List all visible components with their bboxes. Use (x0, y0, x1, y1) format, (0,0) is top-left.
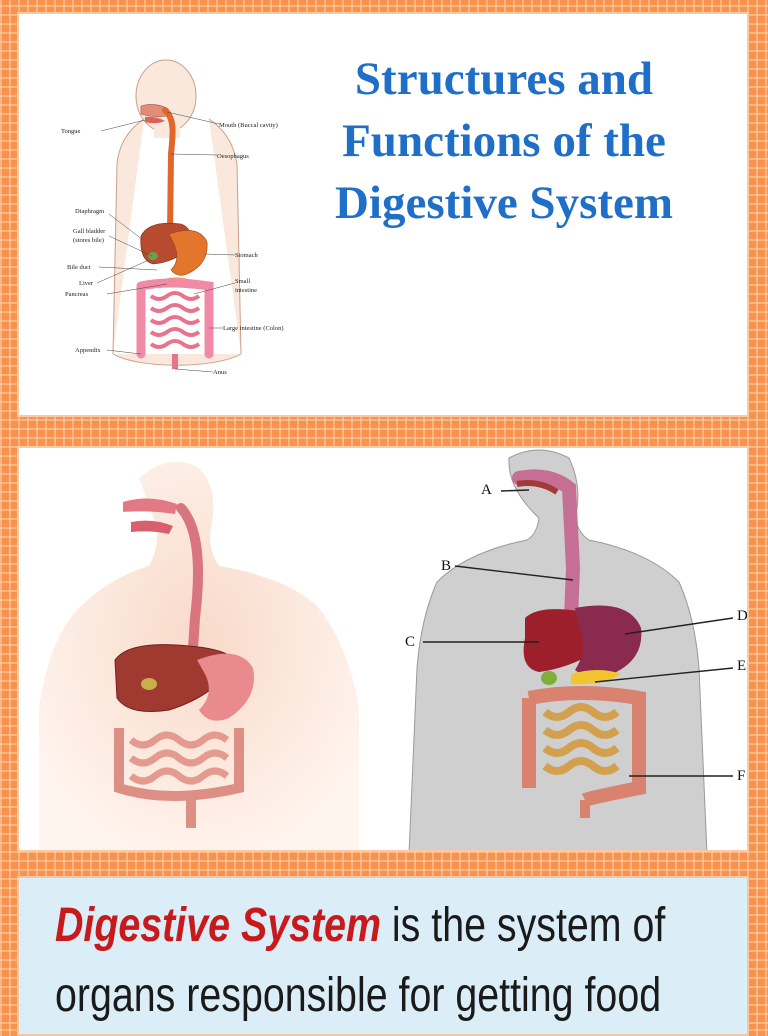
definition-text: is the system of (380, 899, 666, 952)
title-line: Structures and (354, 53, 654, 105)
tongue-shape (145, 116, 165, 124)
small-intestine-shape (149, 291, 201, 349)
title-panel: Mouth (Buccal cavity) Tongue Oesophagus … (17, 12, 749, 417)
large-intestine-shape (136, 278, 214, 359)
label-mouth: Mouth (Buccal cavity) (219, 122, 278, 129)
label-b: B (441, 558, 451, 574)
definition-panel: Digestive System is the system of organs… (17, 876, 749, 1036)
label-d: D (737, 608, 748, 624)
label-tongue: Tongue (61, 128, 81, 135)
label-e: E (737, 658, 746, 674)
label-oesophagus: Oesophagus (217, 153, 249, 160)
label-c: C (405, 634, 415, 650)
label-f: F (737, 768, 745, 784)
definition-line-1: Digestive System is the system of (55, 898, 665, 953)
label-small-intestine: Small (235, 278, 250, 285)
page-title: Structures and Functions of the Digestiv… (269, 48, 739, 234)
labeled-organs-illustration: A B C D E F (405, 449, 748, 850)
definition-line-2: organs responsible for getting food (55, 969, 662, 1022)
digestive-system-labeled-diagram: Mouth (Buccal cavity) Tongue Oesophagus … (61, 59, 284, 376)
title-line: Functions of the (342, 115, 666, 167)
label-bile-duct: Bile duct (67, 264, 91, 271)
translucent-body-illustration (39, 462, 359, 850)
label-pancreas: Pancreas (65, 291, 89, 298)
label-a: A (481, 482, 492, 498)
label-gall-bladder-note: (stores bile) (73, 237, 104, 244)
label-stomach: Stomach (235, 252, 258, 259)
label-anus: Anus (213, 369, 227, 376)
definition-emphasis: Digestive System (55, 899, 381, 952)
label-diaphragm: Diaphragm (75, 208, 104, 215)
illustration-panel: A B C D E F (17, 446, 749, 852)
label-large-intestine: Large intestine (Colon) (223, 325, 284, 332)
label-liver: Liver (79, 280, 94, 287)
label-gall-bladder: Gall bladder (73, 228, 106, 235)
label-appendix: Appendix (75, 347, 101, 354)
stomach-shape (168, 230, 208, 276)
label-small-intestine-2: intestine (235, 287, 257, 294)
title-line: Digestive System (334, 177, 674, 229)
